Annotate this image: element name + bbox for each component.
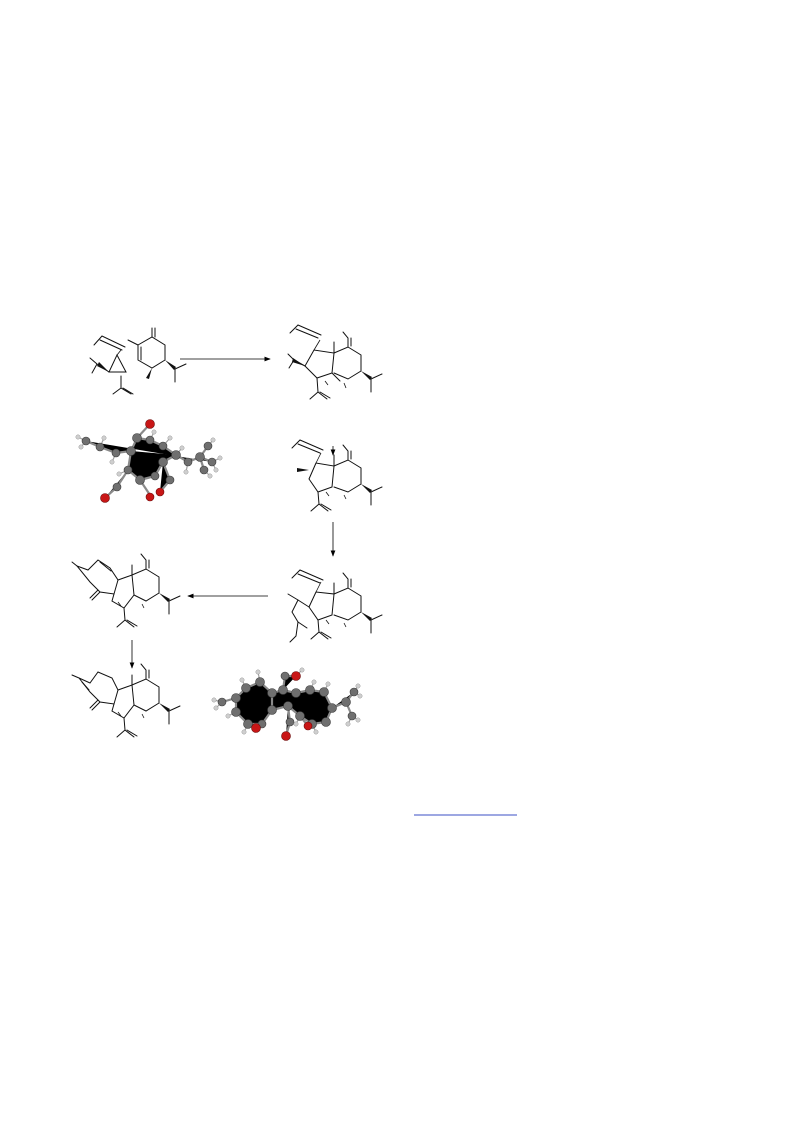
molecule-tricyclic-intermediate	[287, 324, 383, 400]
crystal-structure-2	[211, 667, 363, 741]
molecule-cycloheptene-product	[71, 553, 181, 628]
molecule-diene-intermediate	[287, 569, 383, 643]
molecule-starting-material	[89, 327, 187, 395]
molecule-final-product	[71, 663, 181, 738]
crystal-structure-1	[75, 419, 223, 503]
molecule-intermediate-2	[291, 439, 383, 512]
